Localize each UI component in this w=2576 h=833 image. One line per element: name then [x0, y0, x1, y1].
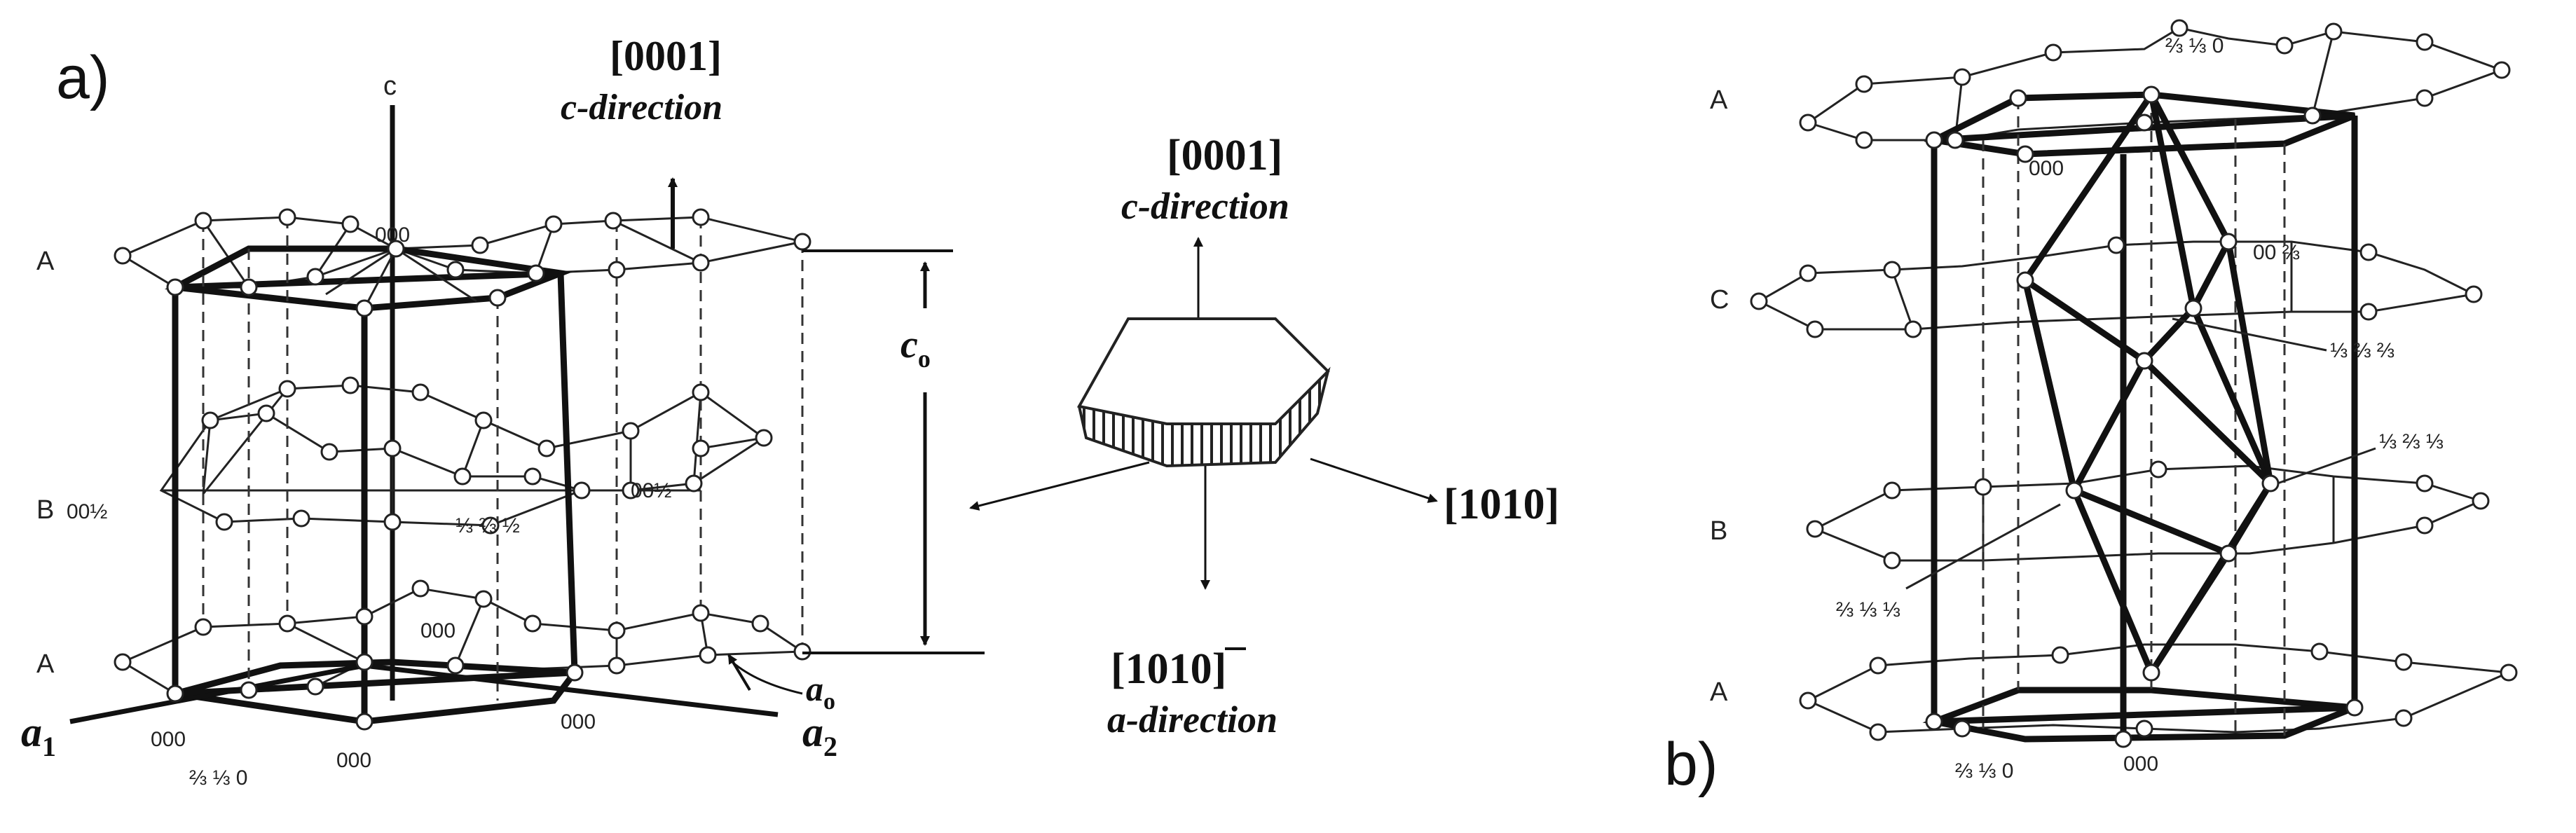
layer-b-top: A: [1710, 85, 1728, 115]
coord-b-left: 00½: [67, 500, 107, 523]
coord-b-center: ⅓ ⅔ ½: [455, 514, 520, 537]
panel-a-c-name: c-direction: [561, 88, 722, 128]
crystal-bottom-index: [1010]: [1111, 645, 1226, 693]
panel-a-atoms: [114, 208, 811, 731]
prism-edges: [172, 217, 804, 722]
hexagonal-platelet: [0001] c-direction [1010] [1010] a-direc…: [969, 132, 1559, 741]
middle-layer-network: [159, 384, 767, 527]
c-axis-label: c: [383, 71, 397, 101]
a0-leader: [732, 661, 803, 695]
coord-bottom-front-000: 000: [336, 749, 371, 772]
a1-axis-line: [69, 663, 365, 724]
b-rhombohedral-cell: [2022, 92, 2275, 680]
a1-label: a1: [21, 709, 56, 762]
b-coord-c3: ⅓ ⅔ ⅓: [2379, 430, 2444, 453]
c0-label: co: [900, 323, 931, 373]
b-leader-c2: [2172, 317, 2327, 352]
crystal-right-arrow: [1310, 457, 1438, 503]
b-coord-c1: 00 ⅔: [2253, 241, 2300, 264]
layer-b-c: C: [1710, 285, 1729, 315]
coord-top-000: 000: [375, 223, 410, 247]
b-leader-c3: [2277, 447, 2376, 485]
b-coord-c4: ⅔ ⅓ ⅓: [1836, 598, 1900, 621]
panel-b: b) A C B A: [1664, 19, 2518, 798]
panel-a-label: a): [56, 44, 109, 111]
layer-b-b: B: [1710, 516, 1727, 546]
panel-a: a) c A B A: [21, 33, 985, 790]
crystal-bottom-name: a-direction: [1107, 698, 1277, 741]
crystal-right-index: [1010]: [1444, 481, 1559, 528]
coord-bottom-mid-000: 000: [420, 619, 455, 642]
layer-label-top: A: [36, 247, 55, 276]
coord-b-right: 00½: [631, 479, 671, 502]
a0-arrow: [727, 654, 751, 691]
panel-b-label: b): [1664, 731, 1718, 798]
a0-label: ao: [806, 669, 835, 715]
layer-b-bottom: A: [1710, 677, 1728, 707]
b-coord-top-000: 000: [2029, 157, 2064, 180]
b-coord-c2: ⅓ ⅔ ⅔: [2330, 339, 2395, 362]
layer-label-middle: B: [36, 495, 54, 525]
b-prism-edges: [1931, 95, 2358, 739]
b-coord-bottom-frac: ⅔ ⅓ 0: [1955, 759, 2013, 783]
a2-label: a2: [802, 709, 837, 762]
coord-bottom-frac: ⅔ ⅓ 0: [189, 766, 247, 790]
panel-a-c-index: [0001]: [610, 33, 722, 79]
panel-b-atoms: [1750, 19, 2518, 748]
b-leader-c4: [1905, 503, 2061, 590]
b-coord-bottom-000: 000: [2123, 752, 2158, 776]
coord-bottom-right-000: 000: [561, 710, 596, 734]
platelet-top: [1076, 317, 1330, 425]
b-b-network: [1814, 464, 2481, 562]
crystal-top-index: [0001]: [1167, 132, 1282, 179]
b-coord-top-frac: ⅔ ⅓ 0: [2165, 34, 2224, 57]
crystal-left-arrow: [969, 461, 1150, 511]
layer-label-bottom: A: [36, 649, 55, 679]
crystal-top-name: c-direction: [1121, 185, 1289, 227]
coord-bottom-left-000: 000: [151, 728, 186, 751]
a2-axis-line: [364, 663, 779, 717]
